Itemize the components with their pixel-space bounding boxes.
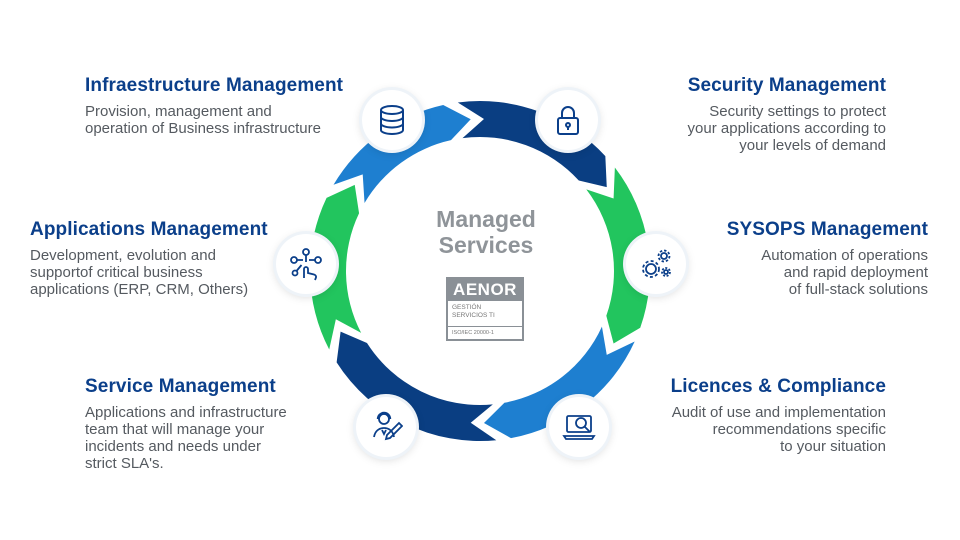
ring-segment-3 [457, 101, 607, 188]
laptop-search-icon [549, 397, 609, 457]
service-sysops: SYSOPS Management Automation of operatio… [727, 219, 928, 298]
gears-icon [626, 234, 686, 294]
ring-segment-4 [586, 167, 650, 344]
center-title: Managed Services [436, 206, 536, 258]
service-title: Service Management [85, 376, 276, 397]
padlock-icon [538, 90, 598, 150]
service-service-management: Service Management Applications and infr… [85, 376, 287, 472]
service-description: Automation of operations and rapid deplo… [761, 247, 928, 298]
service-applications: Applications Management Development, evo… [30, 219, 268, 298]
service-description: Audit of use and implementation recommen… [671, 404, 886, 455]
badge-brand: AENOR [448, 279, 522, 301]
service-licences: Licences & Compliance Audit of use and i… [671, 376, 886, 455]
service-title: Licences & Compliance [670, 376, 886, 397]
aenor-certification-badge: AENOR Gestión Servicios TI ISO/IEC 20000… [446, 277, 524, 341]
touch-network-icon [276, 234, 336, 294]
database-icon [362, 90, 422, 150]
service-title: Security Management [687, 75, 886, 96]
service-description: Security settings to protect your applic… [687, 103, 886, 154]
ring-segment-5 [483, 326, 635, 439]
ring-segment-6 [336, 331, 497, 441]
badge-standard: ISO/IEC 20000-1 [448, 326, 522, 339]
service-description: Applications and infrastructure team tha… [85, 404, 287, 472]
service-title: Applications Management [30, 219, 268, 240]
support-agent-icon [356, 397, 416, 457]
ring-segment-2 [333, 105, 471, 203]
service-title: Infraestructure Management [85, 75, 344, 96]
service-title: SYSOPS Management [726, 219, 928, 240]
service-description: Development, evolution and supportof cri… [30, 247, 249, 298]
service-infrastructure: Infraestructure Management Provision, ma… [85, 75, 343, 137]
service-description: Provision, management and operation of B… [85, 103, 321, 137]
service-security: Security Management Security settings to… [688, 75, 886, 154]
badge-text: Gestión Servicios TI [452, 304, 495, 319]
